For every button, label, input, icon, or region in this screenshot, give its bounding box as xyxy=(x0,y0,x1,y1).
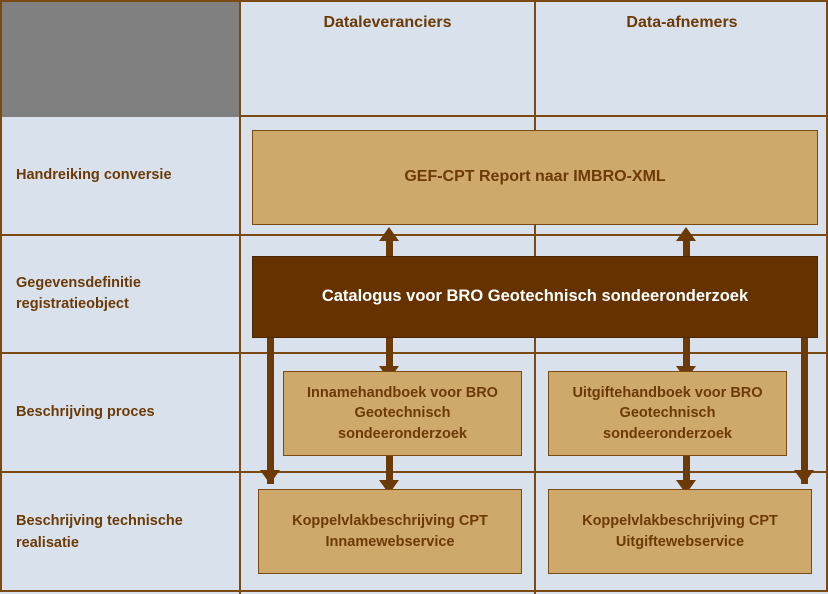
column-header-label: Data-afnemers xyxy=(626,14,738,31)
column-header-label: Dataleveranciers xyxy=(323,14,452,31)
header-corner-block xyxy=(2,2,239,117)
node-innamehandboek[interactable]: Innamehandboek voor BRO Geotechnisch son… xyxy=(283,371,522,456)
row-label-gegevensdefinitie: Gegevensdefinitie registratieobject xyxy=(2,236,237,352)
grid-hline-1 xyxy=(2,115,828,117)
column-header-dataleveranciers: Dataleveranciers xyxy=(241,2,534,117)
row-label-text: Beschrijving proces xyxy=(16,403,155,420)
edge-catalogus-to-gef-left-stem xyxy=(386,240,393,262)
grid-hline-2 xyxy=(2,234,828,236)
edge-catalogus-to-gef-right-head xyxy=(676,227,696,241)
row-label-beschrijving-proces: Beschrijving proces xyxy=(2,354,237,471)
node-catalogus[interactable]: Catalogus voor BRO Geotechnisch sondeero… xyxy=(252,256,818,338)
node-label: Uitgiftehandboek voor BRO Geotechnisch s… xyxy=(572,384,763,442)
edge-catalogus-to-uitgiftehandboek-stem xyxy=(683,334,690,368)
node-label: Catalogus voor BRO Geotechnisch sondeero… xyxy=(321,287,749,306)
edge-catalogus-to-gef-left-head xyxy=(379,227,399,241)
grid-hline-3 xyxy=(2,352,828,354)
edge-catalogus-to-gef-right-stem xyxy=(683,240,690,262)
row-label-text: Handreiking conversie xyxy=(16,166,172,183)
node-uitgiftehandboek[interactable]: Uitgiftehandboek voor BRO Geotechnisch s… xyxy=(548,371,787,456)
node-koppelvlak-uitgifte[interactable]: Koppelvlakbeschrijving CPT Uitgiftewebse… xyxy=(548,489,812,574)
node-label: Koppelvlakbeschrijving CPT Uitgiftewebse… xyxy=(582,512,778,550)
column-header-data-afnemers: Data-afnemers xyxy=(536,2,828,117)
node-label: GEF-CPT Report naar IMBRO-XML xyxy=(404,168,666,186)
grid-vline-labels xyxy=(239,2,241,594)
edge-innamehandboek-to-koppelvlak-stem xyxy=(386,454,393,484)
edge-catalogus-to-koppelvlak-inname-head xyxy=(260,470,280,484)
edge-catalogus-to-koppelvlak-inname-stem xyxy=(267,334,274,484)
edge-uitgiftehandboek-to-koppelvlak-stem xyxy=(683,454,690,484)
edge-catalogus-to-koppelvlak-uitgifte-stem xyxy=(801,334,808,484)
node-label: Innamehandboek voor BRO Geotechnisch son… xyxy=(307,384,498,442)
node-gef-cpt-report[interactable]: GEF-CPT Report naar IMBRO-XML xyxy=(252,130,818,225)
grid-hline-4 xyxy=(2,471,828,473)
row-label-text: Gegevensdefinitie registratieobject xyxy=(16,274,141,312)
node-koppelvlak-inname[interactable]: Koppelvlakbeschrijving CPT Innamewebserv… xyxy=(258,489,522,574)
row-label-handreiking-conversie: Handreiking conversie xyxy=(2,117,237,234)
row-label-text: Beschrijving technische realisatie xyxy=(16,513,183,551)
node-label: Koppelvlakbeschrijving CPT Innamewebserv… xyxy=(292,512,488,550)
edge-catalogus-to-innamehandboek-stem xyxy=(386,334,393,368)
edge-catalogus-to-koppelvlak-uitgifte-head xyxy=(794,470,814,484)
row-label-beschrijving-technische-realisatie: Beschrijving technische realisatie xyxy=(2,473,237,592)
